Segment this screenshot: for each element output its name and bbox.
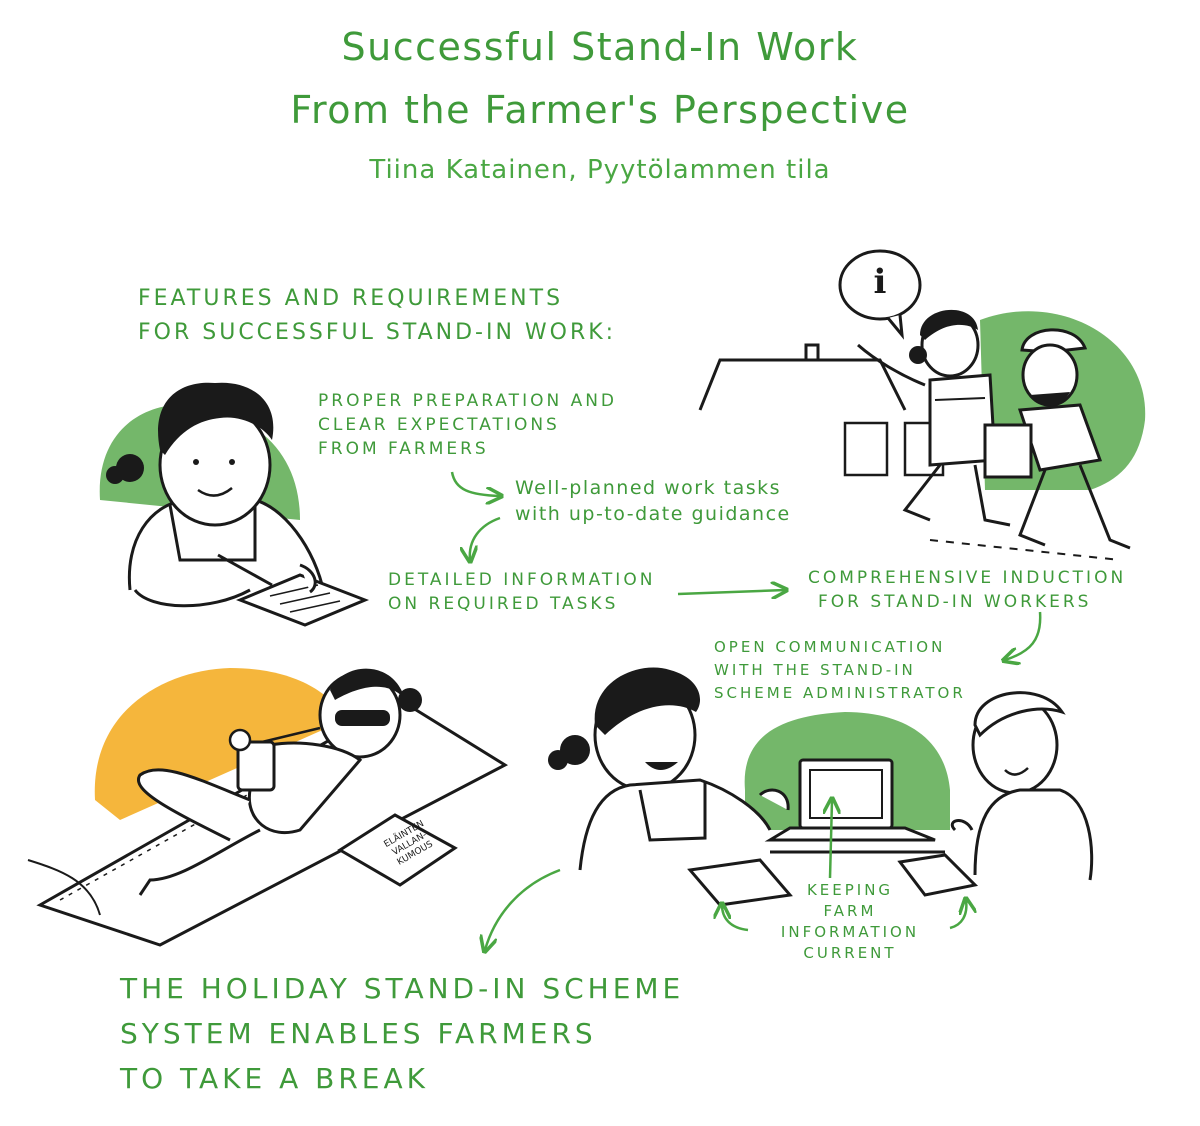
step-keeping-line: KEEPING: [806, 881, 894, 899]
step-keeping-information-current: KEEPING FARM INFORMATION CURRENT: [750, 880, 950, 964]
step-communication-line: SCHEME ADMINISTRATOR: [714, 684, 966, 702]
farmer-and-worker-walking-illustration: [698, 249, 1146, 561]
step-detailed-information: DETAILED INFORMATION ON REQUIRED TASKS: [388, 568, 655, 616]
title-line-2: From the Farmer's Perspective: [290, 88, 910, 132]
features-heading-line: FEATURES AND REQUIREMENTS: [138, 286, 564, 311]
step-tasks-line: with up-to-date guidance: [515, 503, 791, 525]
step-induction-line: FOR STAND-IN WORKERS: [818, 592, 1092, 612]
author-credit: Tiina Katainen, Pyytölammen tila: [369, 155, 831, 185]
step-induction-line: COMPREHENSIVE INDUCTION: [808, 568, 1127, 588]
step-detailed-line: ON REQUIRED TASKS: [388, 594, 619, 614]
features-heading: FEATURES AND REQUIREMENTS FOR SUCCESSFUL…: [138, 282, 616, 350]
arrow-keeping-left: [722, 905, 749, 932]
step-communication-line: OPEN COMMUNICATION: [714, 638, 946, 656]
step-communication-line: WITH THE STAND-IN: [714, 661, 916, 679]
arrow-tasks-to-detailed: [470, 516, 501, 560]
farmer-and-administrator-meeting-illustration: [548, 667, 1094, 907]
arrow-detailed-to-induction: [677, 590, 785, 594]
conclusion-line: THE HOLIDAY STAND-IN SCHEME: [120, 972, 685, 1005]
farmer-writing-illustration: [99, 382, 370, 627]
step-communication: OPEN COMMUNICATION WITH THE STAND-IN SCH…: [714, 636, 966, 705]
conclusion-text: THE HOLIDAY STAND-IN SCHEME SYSTEM ENABL…: [120, 966, 684, 1101]
flow-arrows: [450, 471, 1042, 950]
step-preparation-line: CLEAR EXPECTATIONS: [318, 415, 560, 435]
title-line-1: Successful Stand-In Work: [341, 25, 859, 69]
step-tasks-line: Well-planned work tasks: [515, 477, 782, 499]
step-keeping-line: CURRENT: [803, 944, 897, 962]
arrow-meeting-to-conclusion: [485, 868, 561, 950]
step-induction: COMPREHENSIVE INDUCTION FOR STAND-IN WOR…: [808, 566, 1126, 614]
step-detailed-line: DETAILED INFORMATION: [388, 570, 656, 590]
step-preparation-line: PROPER PREPARATION AND: [318, 391, 618, 411]
conclusion-line: SYSTEM ENABLES FARMERS: [120, 1017, 597, 1050]
step-preparation: PROPER PREPARATION AND CLEAR EXPECTATION…: [318, 389, 617, 461]
info-icon: i: [873, 262, 887, 302]
arrow-preparation-to-tasks: [450, 471, 500, 496]
step-keeping-line: INFORMATION: [780, 923, 920, 941]
features-heading-line: FOR SUCCESSFUL STAND-IN WORK:: [138, 320, 617, 345]
farmer-relaxing-illustration: [27, 668, 509, 947]
arrow-induction-to-communication: [1005, 611, 1042, 660]
step-keeping-line: FARM: [823, 902, 877, 920]
arrow-keeping-right: [949, 900, 966, 930]
arrow-keeping-to-laptop: [830, 800, 832, 879]
step-preparation-line: FROM FARMERS: [318, 439, 489, 459]
conclusion-line: TO TAKE A BREAK: [120, 1062, 430, 1095]
step-tasks: Well-planned work tasks with up-to-date …: [515, 475, 791, 527]
